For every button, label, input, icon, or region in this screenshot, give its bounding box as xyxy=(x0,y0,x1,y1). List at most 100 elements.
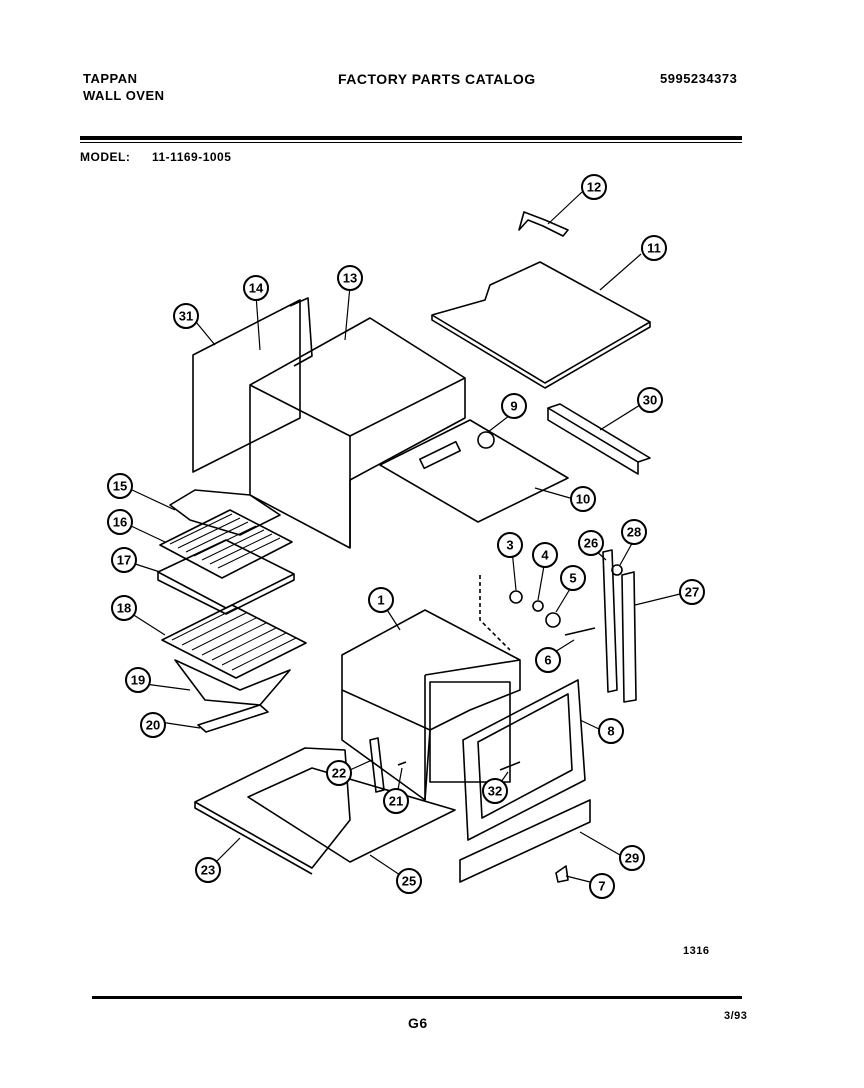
part-31-rear-panel xyxy=(192,299,301,473)
callout-number: 5 xyxy=(569,571,576,586)
callout-28: 28 xyxy=(621,519,647,545)
callout-circle xyxy=(497,532,523,558)
part-28-screw xyxy=(611,564,623,576)
callout-number: 29 xyxy=(625,851,639,866)
callout-13: 13 xyxy=(337,265,363,291)
part-1-oven-liner xyxy=(341,609,521,731)
callout-number: 4 xyxy=(541,548,549,563)
part-13-wrapper xyxy=(249,317,466,549)
part-29-kick-panel xyxy=(459,799,591,883)
part-18-rack-bars xyxy=(171,607,297,671)
callout-number: 10 xyxy=(576,492,590,507)
callout-circle xyxy=(482,778,508,804)
part-3-grommet xyxy=(509,590,523,604)
part-27-trim xyxy=(621,571,637,703)
callout-circle xyxy=(111,547,137,573)
header-rule-thin xyxy=(80,142,742,143)
callout-number: 13 xyxy=(343,271,357,286)
callout-number: 21 xyxy=(389,794,403,809)
date-code: 3/93 xyxy=(724,1010,748,1022)
callout-29: 29 xyxy=(619,845,645,871)
product-label: WALL OVEN xyxy=(83,88,165,103)
callout-number: 18 xyxy=(117,601,131,616)
callout-8: 8 xyxy=(598,718,624,744)
part-17-pan-side xyxy=(157,572,295,615)
callout-circle xyxy=(107,473,133,499)
callout-27: 27 xyxy=(679,579,705,605)
callout-number: 16 xyxy=(113,515,127,530)
model-label: MODEL: xyxy=(80,150,131,164)
callout-11: 11 xyxy=(641,235,667,261)
part-6-wire xyxy=(564,627,596,636)
callout-circle xyxy=(619,845,645,871)
part-20-bracket xyxy=(197,704,269,733)
callout-3: 3 xyxy=(497,532,523,558)
part-17-broil-pan xyxy=(157,539,295,609)
part-5-switch xyxy=(545,612,561,628)
brand-label: TAPPAN xyxy=(83,71,138,86)
callout-4: 4 xyxy=(532,542,558,568)
part-wire-dashed xyxy=(479,575,511,651)
part-23-floor-panel xyxy=(194,747,351,869)
part-10-cutout xyxy=(419,440,461,470)
part-7-clip xyxy=(555,865,569,883)
callout-30: 30 xyxy=(637,387,663,413)
callout-7: 7 xyxy=(589,873,615,899)
callout-32: 32 xyxy=(482,778,508,804)
part-13-wrapper-top xyxy=(349,377,466,437)
callout-31: 31 xyxy=(173,303,199,329)
catalog-number: 5995234373 xyxy=(660,71,738,86)
page-code: G6 xyxy=(408,1015,428,1031)
callout-circle xyxy=(111,595,137,621)
callout-number: 7 xyxy=(598,879,605,894)
callout-25: 25 xyxy=(396,868,422,894)
callout-number: 9 xyxy=(510,399,517,414)
part-12-bracket xyxy=(518,211,569,237)
callout-number: 12 xyxy=(587,180,601,195)
part-15-element xyxy=(169,489,281,536)
callout-circle xyxy=(383,788,409,814)
callout-circle xyxy=(195,857,221,883)
callout-circle xyxy=(501,393,527,419)
callout-21: 21 xyxy=(383,788,409,814)
part-23-edge xyxy=(194,802,313,875)
callout-circle xyxy=(243,275,269,301)
part-11-top-panel xyxy=(431,261,651,384)
callout-number: 11 xyxy=(647,241,661,256)
callout-number: 22 xyxy=(332,766,346,781)
callout-number: 31 xyxy=(179,309,193,324)
callout-circle xyxy=(578,530,604,556)
model-value: 11-1169-1005 xyxy=(152,150,232,164)
callout-18: 18 xyxy=(111,595,137,621)
part-8-door-frame xyxy=(462,679,586,841)
callout-5: 5 xyxy=(560,565,586,591)
callout-circle xyxy=(125,667,151,693)
callout-circle xyxy=(140,712,166,738)
callout-number: 23 xyxy=(201,863,215,878)
part-30-strip xyxy=(547,403,651,463)
callout-1: 1 xyxy=(368,587,394,613)
callout-circle xyxy=(679,579,705,605)
part-8-door-window xyxy=(477,693,573,819)
figure-code: 1316 xyxy=(683,945,710,957)
part-11-top-panel-edge xyxy=(431,315,651,389)
callout-number: 15 xyxy=(113,479,127,494)
callout-circle xyxy=(337,265,363,291)
callout-22: 22 xyxy=(326,760,352,786)
callout-number: 8 xyxy=(607,724,614,739)
callout-14: 14 xyxy=(243,275,269,301)
part-26-trim xyxy=(602,549,618,693)
part-25-floor-liner xyxy=(247,767,456,863)
callout-circle xyxy=(532,542,558,568)
part-4-washer xyxy=(532,600,544,612)
part-32-hinge xyxy=(499,761,521,771)
callout-circle xyxy=(637,387,663,413)
callout-circle xyxy=(641,235,667,261)
part-18-oven-rack xyxy=(161,604,307,679)
callout-circle xyxy=(589,873,615,899)
callout-9: 9 xyxy=(501,393,527,419)
callout-number: 27 xyxy=(685,585,699,600)
callout-number: 28 xyxy=(627,525,641,540)
header-rule xyxy=(80,136,742,140)
callout-circle xyxy=(107,509,133,535)
